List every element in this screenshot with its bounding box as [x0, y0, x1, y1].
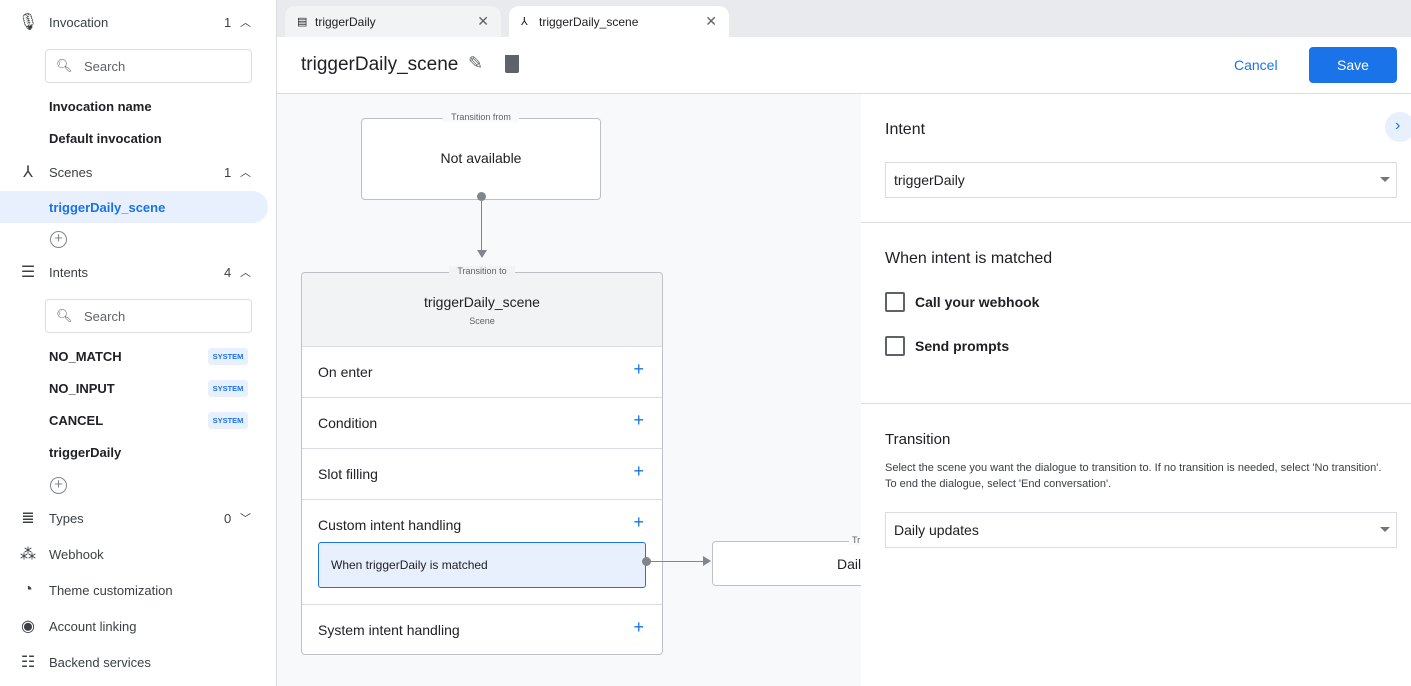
- search-icon: 🔍︎: [56, 58, 73, 73]
- sidebar: 🎙 Invocation 1 ︿ 🔍︎ Search Invocation na…: [0, 0, 277, 686]
- sidebar-item-default-invocation[interactable]: Default invocation: [49, 131, 162, 146]
- sidebar-section-types[interactable]: ≣ Types 0 ﹀: [0, 503, 277, 533]
- condition-row[interactable]: Condition+: [302, 397, 662, 448]
- chevron-up-icon[interactable]: ︿: [240, 267, 251, 279]
- invocation-search-input[interactable]: 🔍︎ Search: [45, 49, 252, 83]
- add-icon[interactable]: +: [633, 512, 644, 532]
- chevron-up-icon[interactable]: ︿: [240, 167, 251, 179]
- sidebar-section-invocation[interactable]: 🎙 Invocation 1 ︿: [17, 14, 251, 31]
- transition-select[interactable]: Daily updates: [885, 512, 1397, 548]
- sidebar-section-intents[interactable]: ☰ Intents 4 ︿: [0, 257, 277, 287]
- delete-trash-icon[interactable]: [505, 55, 519, 73]
- scene-node: Transition to triggerDaily_scene Scene O…: [301, 266, 663, 655]
- palette-icon: ◔: [23, 581, 33, 598]
- save-button[interactable]: Save: [1309, 47, 1397, 83]
- call-webhook-label: Call your webhook: [915, 294, 1040, 310]
- account-circle-icon: ◉: [21, 618, 35, 635]
- intent-handler-item[interactable]: When triggerDaily is matched: [318, 542, 646, 588]
- intent-select[interactable]: triggerDaily: [885, 162, 1397, 198]
- settings-list-icon: ☷: [20, 654, 36, 671]
- add-icon[interactable]: +: [633, 461, 644, 481]
- edit-pencil-icon[interactable]: ✎: [468, 53, 484, 73]
- tab-triggerDaily-scene[interactable]: ⅄ triggerDaily_scene ✕: [509, 6, 729, 37]
- chevron-up-icon[interactable]: ︿: [240, 17, 251, 29]
- arrow-down-icon: [477, 250, 487, 258]
- header: triggerDaily_scene ✎ Cancel Save: [277, 37, 1411, 94]
- tab-triggerDaily[interactable]: ▤ triggerDaily ✕: [285, 6, 501, 37]
- send-prompts-label: Send prompts: [915, 338, 1010, 354]
- intent-heading: Intent: [885, 121, 926, 138]
- dropdown-arrow-icon: [1380, 177, 1390, 182]
- dropdown-arrow-icon: [1380, 527, 1390, 532]
- intent-details-panel: › Intent triggerDaily When intent is mat…: [861, 94, 1411, 686]
- transition-help: Select the scene you want the dialogue t…: [885, 462, 1382, 490]
- arrow-right-icon: [703, 556, 711, 566]
- system-badge: SYSTEM: [208, 412, 248, 429]
- transition-heading: Transition: [885, 431, 951, 448]
- sidebar-item-intent[interactable]: triggerDaily: [49, 445, 122, 460]
- chevron-right-icon[interactable]: ›: [1385, 112, 1411, 142]
- connector-line: [647, 561, 705, 562]
- sidebar-item-intent[interactable]: NO_MATCH: [49, 349, 122, 364]
- sidebar-item-backend-services[interactable]: ☷ Backend services: [0, 647, 277, 677]
- sidebar-item-account-linking[interactable]: ◉ Account linking: [0, 611, 277, 641]
- close-icon[interactable]: ✕: [477, 13, 489, 29]
- sidebar-item-webhook[interactable]: ⁂ Webhook: [20, 546, 104, 563]
- list-icon: ☰: [20, 264, 36, 281]
- call-webhook-checkbox[interactable]: [885, 292, 905, 312]
- send-prompts-checkbox[interactable]: [885, 336, 905, 356]
- transition-from-node: Transition from Not available: [361, 112, 601, 200]
- transition-from-label: Transition from: [443, 112, 519, 122]
- webhook-icon: ⁂: [20, 546, 36, 563]
- connector-line: [481, 200, 482, 252]
- scene-title: triggerDaily_scene: [424, 294, 540, 310]
- transition-to-label: Transition to: [449, 266, 515, 276]
- close-icon[interactable]: ✕: [705, 13, 717, 29]
- microphone-icon: 🎙: [17, 14, 39, 31]
- add-intent-icon[interactable]: +: [50, 477, 67, 494]
- chevron-down-icon[interactable]: ﹀: [240, 513, 251, 525]
- scene-subtitle: Scene: [469, 316, 495, 326]
- custom-intent-handling-row[interactable]: Custom intent handling+ When triggerDail…: [302, 499, 662, 604]
- scene-icon: ⅄: [521, 16, 528, 28]
- sidebar-item-triggerDaily-scene[interactable]: triggerDaily_scene: [0, 191, 268, 223]
- system-badge: SYSTEM: [208, 348, 248, 365]
- sidebar-section-scenes[interactable]: ⅄ Scenes 1 ︿: [0, 157, 277, 187]
- matched-heading: When intent is matched: [885, 250, 1053, 267]
- connector-dot: [642, 557, 651, 566]
- list-icon: ▤: [297, 16, 308, 28]
- add-icon[interactable]: +: [633, 359, 644, 379]
- scene-merge-icon: ⅄: [23, 164, 33, 181]
- types-list-icon: ≣: [21, 510, 35, 527]
- connector-dot: [477, 192, 486, 201]
- page-title: triggerDaily_scene: [301, 54, 459, 75]
- sidebar-item-invocation-name[interactable]: Invocation name: [49, 99, 152, 114]
- transition-target-node[interactable]: Tr Dail: [712, 535, 861, 586]
- add-icon[interactable]: +: [633, 410, 644, 430]
- slot-filling-row[interactable]: Slot filling+: [302, 448, 662, 499]
- search-icon: 🔍︎: [56, 308, 73, 323]
- sidebar-item-intent[interactable]: CANCEL: [49, 413, 104, 428]
- transition-from-value: Not available: [440, 150, 522, 166]
- scene-canvas[interactable]: Transition from Not available Transition…: [277, 94, 861, 686]
- add-scene-icon[interactable]: +: [50, 231, 67, 248]
- sidebar-item-intent[interactable]: NO_INPUT: [49, 381, 115, 396]
- on-enter-row[interactable]: On enter+: [302, 346, 662, 397]
- add-icon[interactable]: +: [633, 617, 644, 637]
- sidebar-item-theme[interactable]: ◔ Theme customization: [0, 575, 277, 605]
- intents-search-input[interactable]: 🔍︎ Search: [45, 299, 252, 333]
- system-badge: SYSTEM: [208, 380, 248, 397]
- system-intent-handling-row[interactable]: System intent handling+: [302, 604, 662, 655]
- cancel-button[interactable]: Cancel: [1234, 57, 1278, 73]
- tab-bar: ▤ triggerDaily ✕ ⅄ triggerDaily_scene ✕: [277, 0, 1411, 37]
